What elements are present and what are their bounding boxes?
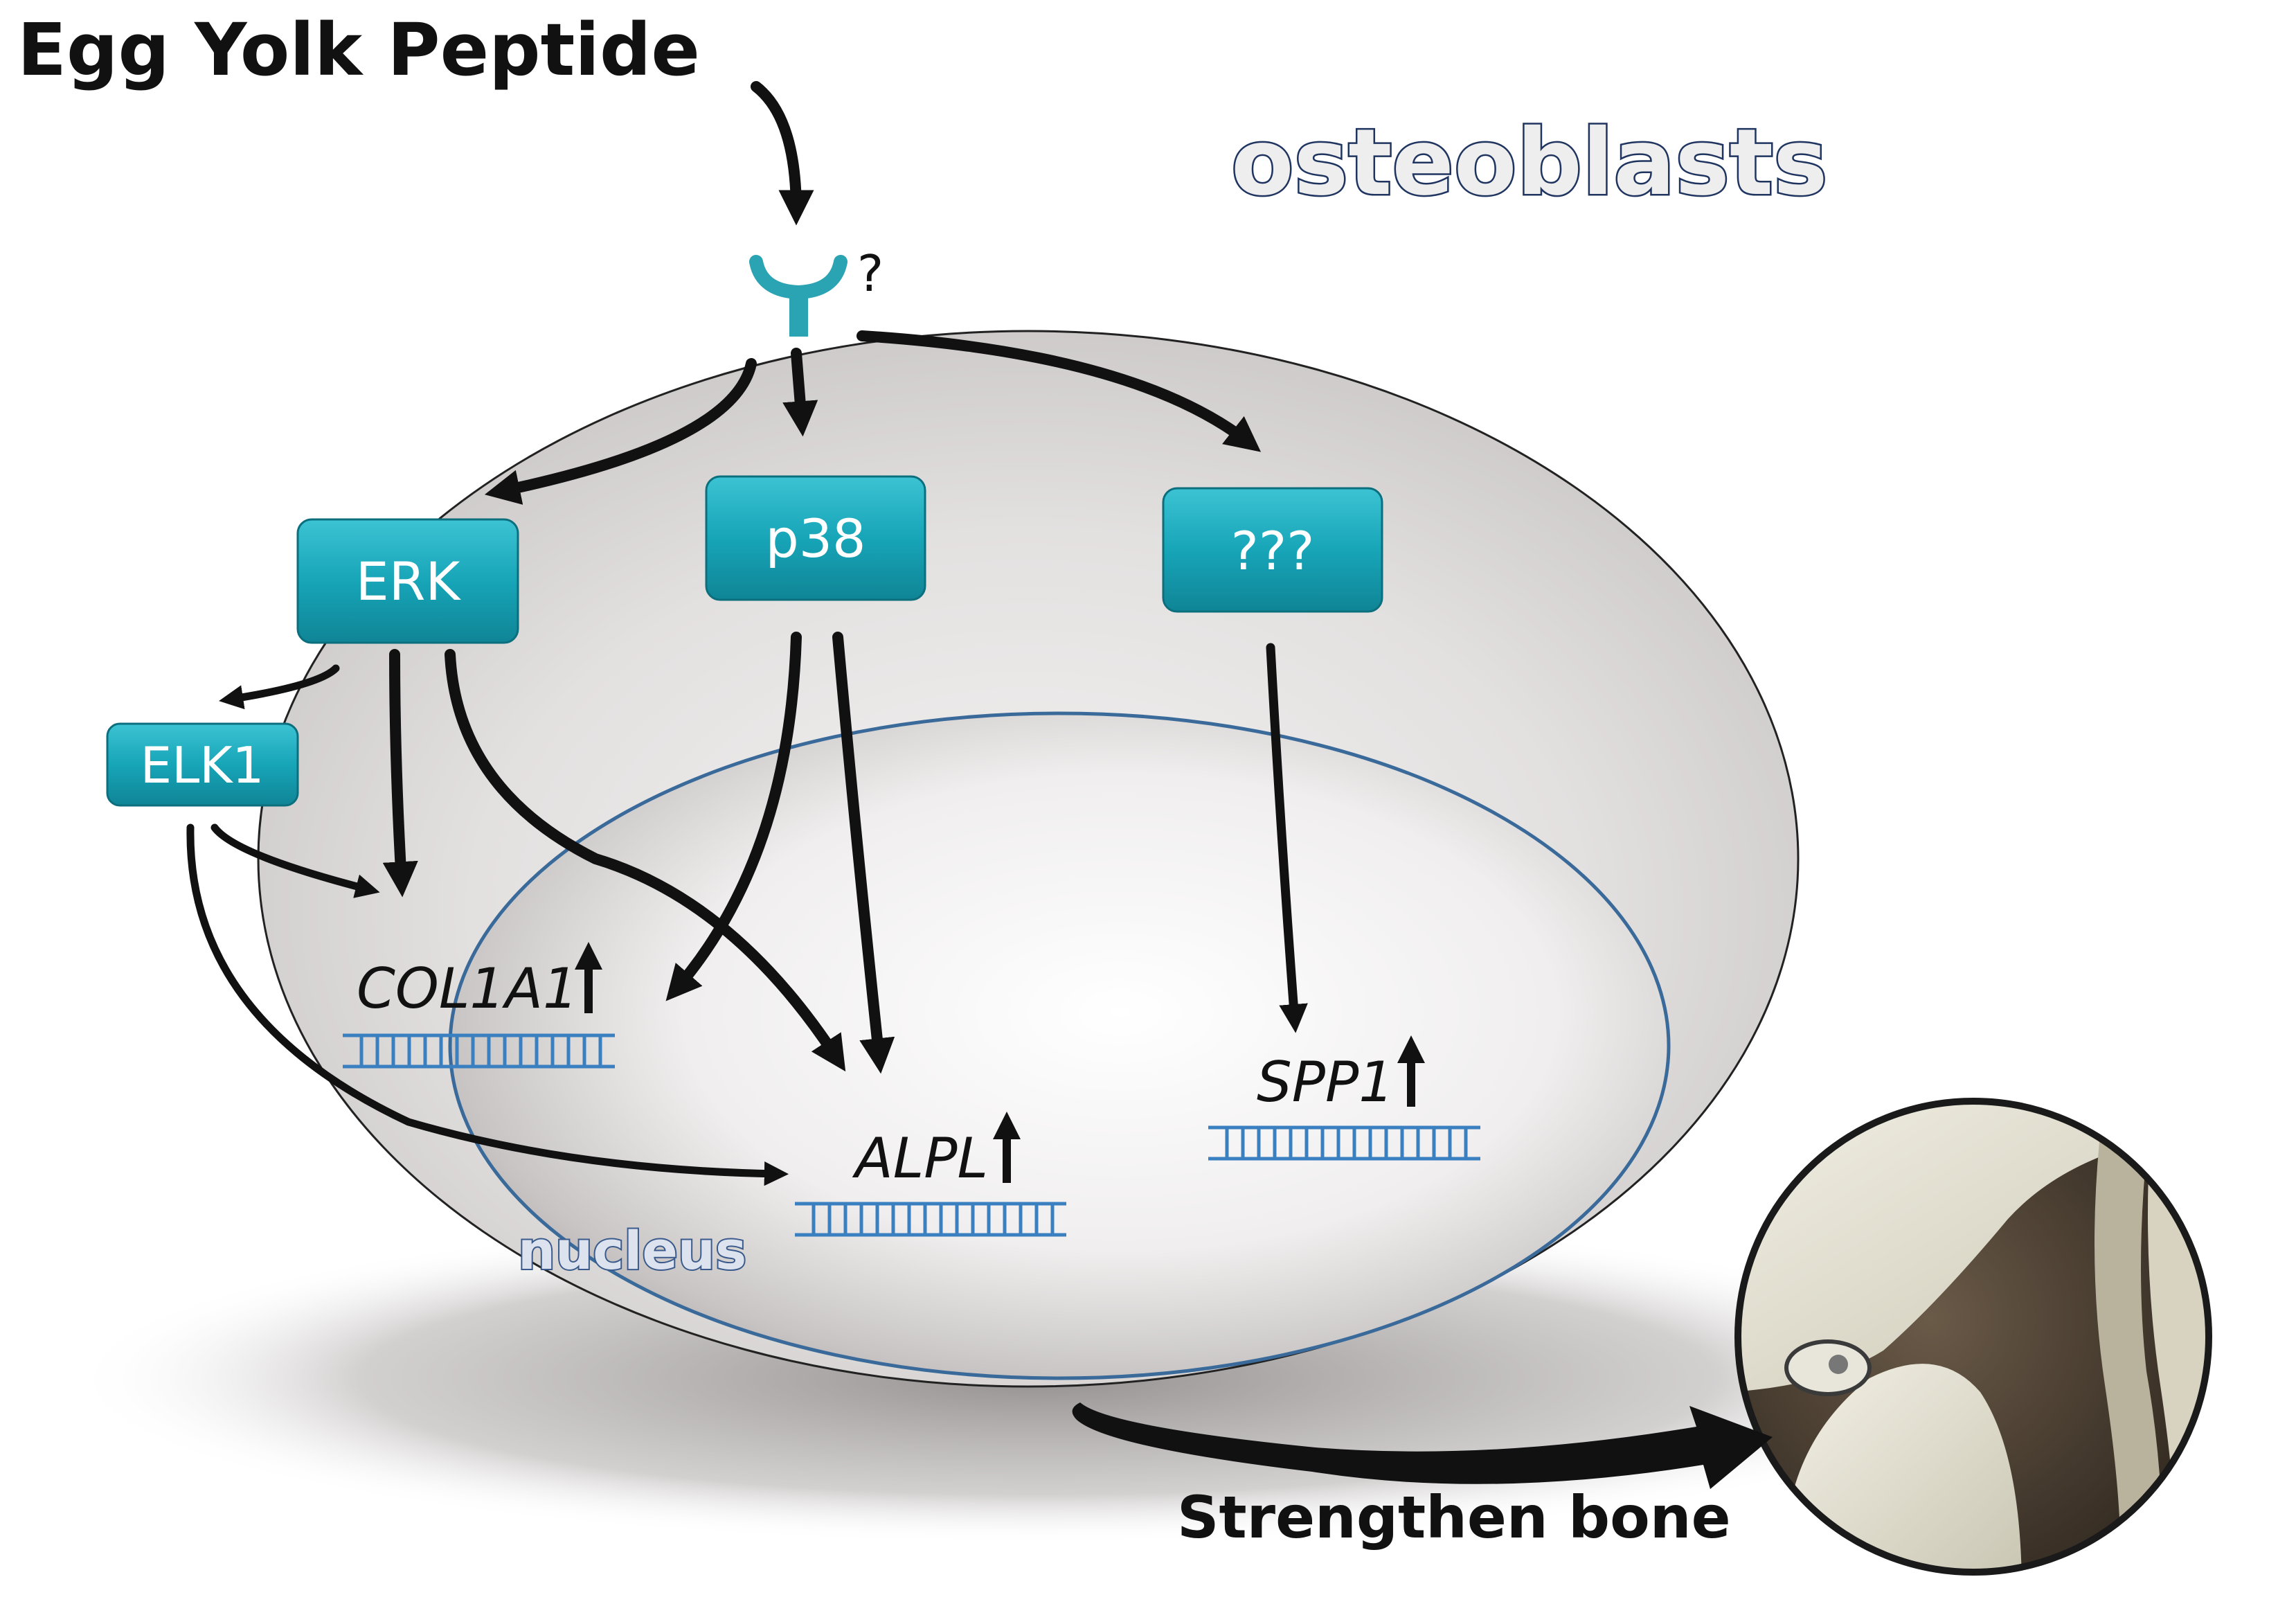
cell-label: osteoblasts	[1231, 109, 1828, 216]
gene-col1a1-up-arrow	[575, 942, 602, 1013]
bone-image-frame	[1734, 1098, 2212, 1576]
arrow-to-bone	[1072, 1402, 1773, 1489]
nucleus	[448, 711, 1671, 1380]
gene-col1a1-dna-icon	[343, 1033, 615, 1069]
gene-col1a1-label: COL1A1	[357, 956, 578, 1021]
receptor-question-mark: ?	[857, 244, 884, 303]
node-unknown-label: ???	[1230, 520, 1314, 582]
node-elk1-label: ELK1	[141, 736, 264, 794]
arrow-p38-alpl	[832, 632, 895, 1074]
arrow-receptor-p38	[782, 348, 818, 437]
node-p38-label: p38	[766, 508, 866, 569]
arrow-p38-col1a1	[665, 632, 802, 1001]
node-p38: p38	[705, 475, 926, 601]
node-unknown: ???	[1162, 487, 1383, 613]
bone-image	[1738, 1101, 2209, 1572]
node-erk: ERK	[296, 518, 519, 644]
gene-alpl-up-arrow	[993, 1112, 1021, 1183]
arrow-erk-alpl	[445, 649, 846, 1072]
gene-spp1-dna-icon	[1208, 1125, 1480, 1161]
gene-alpl-label: ALPL	[852, 1126, 988, 1191]
gene-alpl-dna-icon	[795, 1202, 1066, 1237]
arrow-receptor-erk	[484, 358, 757, 505]
node-elk1: ELK1	[106, 722, 299, 807]
arrow-unknown-spp1	[1266, 643, 1308, 1033]
title: Egg Yolk Peptide	[17, 8, 700, 92]
gene-spp1-up-arrow	[1397, 1035, 1425, 1107]
node-erk-label: ERK	[356, 551, 462, 612]
outcome-label: Strengthen bone	[1177, 1483, 1731, 1551]
gene-spp1-label: SPP1	[1257, 1050, 1394, 1114]
arrow-erk-col1a1	[382, 649, 418, 898]
arrow-elk1-col1a1	[210, 823, 380, 898]
arrow-receptor-unknown	[856, 330, 1262, 452]
arrow-erk-elk1	[219, 664, 340, 710]
arrow-elk1-alpl	[186, 823, 789, 1186]
arrow-peptide-receptor	[751, 81, 814, 226]
nucleus-label: nucleus	[518, 1220, 746, 1281]
receptor-icon	[749, 255, 847, 337]
